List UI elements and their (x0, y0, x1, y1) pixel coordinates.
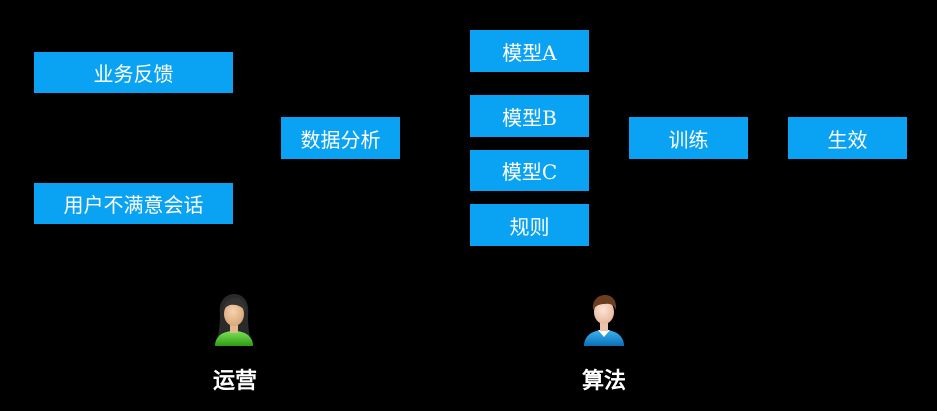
rules-box: 规则 (470, 204, 589, 246)
model-c-label: 模型C (501, 160, 558, 184)
business-feedback-label: 业务反馈 (93, 62, 174, 86)
data-analysis-box: 数据分析 (281, 117, 400, 159)
business-feedback-box: 业务反馈 (34, 52, 233, 93)
female-user-icon (209, 292, 259, 346)
model-c-box: 模型C (470, 150, 589, 191)
model-a-box: 模型A (470, 30, 589, 72)
rules-label: 规则 (509, 214, 550, 239)
model-a-label: 模型A (502, 40, 557, 65)
model-b-label: 模型B (502, 105, 557, 130)
male-user-icon (579, 292, 629, 346)
training-box: 训练 (629, 117, 748, 159)
effective-label: 生效 (827, 127, 868, 152)
user-complaint-box: 用户不满意会话 (34, 183, 233, 224)
training-label: 训练 (668, 127, 709, 152)
effective-box: 生效 (788, 117, 907, 159)
data-analysis-label: 数据分析 (300, 127, 381, 152)
algorithm-role-label: 算法 (581, 368, 626, 394)
operations-role-label: 运营 (212, 368, 257, 394)
user-complaint-label: 用户不满意会话 (63, 193, 204, 217)
model-b-box: 模型B (470, 95, 589, 137)
